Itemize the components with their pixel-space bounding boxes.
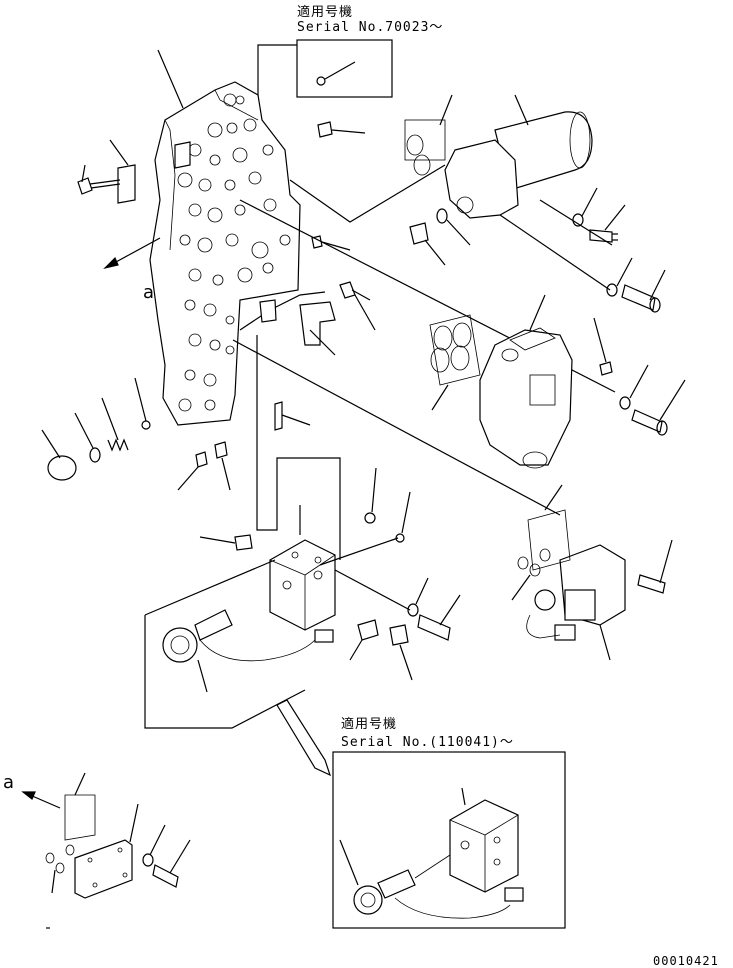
washer-right (606, 257, 633, 297)
callout-bottom-serial: Serial No.(110041)～ (341, 735, 514, 750)
pipe-spacer (274, 401, 283, 431)
solenoid-valve-right (526, 544, 626, 661)
bracket-center (349, 619, 379, 661)
plug-small-top (316, 61, 356, 86)
oring-lower-left (74, 412, 101, 463)
bolt-clamp (339, 281, 376, 331)
view-arrow-lower (21, 791, 61, 809)
ball (134, 377, 151, 430)
plug-bottom-2 (214, 441, 231, 491)
callout-bottom-box (332, 751, 566, 929)
view-arrow-upper (103, 237, 161, 270)
callout-top-box (296, 39, 393, 98)
plug-actuator (409, 222, 446, 266)
plug-upper (317, 121, 366, 138)
center-mount-line-2 (319, 537, 399, 566)
center-mount-line (334, 569, 411, 611)
selector-oring-group (429, 314, 481, 411)
actuator-mount-line (289, 164, 446, 223)
washer-selector (619, 364, 649, 410)
callout-top-leader (257, 44, 297, 110)
valve-leader (157, 49, 184, 109)
bracket-clip (109, 139, 136, 204)
bolt-long-right (621, 269, 666, 313)
pipe-spacer-leader (281, 414, 311, 426)
cover-plate (74, 803, 139, 899)
selector-valve (479, 294, 573, 469)
detail-arrow (276, 699, 332, 777)
plug-bottom-1 (177, 451, 208, 491)
mount-line-2 (232, 339, 561, 516)
callout-top-title: 適用号機 (297, 5, 354, 20)
callout-bottom-title: 適用号機 (341, 717, 398, 732)
actuator-gasket-group (404, 94, 453, 176)
clamp-bracket (299, 301, 336, 356)
bolt-solenoid-right (637, 539, 673, 594)
clamp-leader (239, 291, 326, 331)
bolt-center (417, 594, 461, 641)
actuator-link-line-2 (539, 199, 613, 246)
plug-mid (311, 235, 351, 251)
bolt-selector (631, 379, 686, 436)
washer-lower (142, 824, 166, 867)
bolt-center-2 (389, 624, 413, 681)
plug-center-right-2 (395, 491, 411, 543)
plug-lower-left (41, 429, 77, 481)
plug-center-right (364, 467, 377, 524)
washer-center (407, 577, 429, 617)
actuator-link-line (499, 214, 611, 291)
solenoid-assembly-center (144, 335, 341, 729)
main-control-valve (149, 81, 301, 426)
electric-actuator (444, 94, 593, 219)
gasket-group-lower (45, 772, 96, 894)
bolt-left-top (77, 164, 121, 195)
bolt-actuator (589, 204, 626, 243)
view-label-a-lower: a (3, 772, 15, 793)
bolt-lower (152, 839, 191, 888)
view-label-a-upper: a (143, 282, 155, 303)
plug-small-selector (593, 317, 613, 376)
fitting-center (199, 534, 253, 551)
oring-small (436, 208, 471, 246)
fitting-small (259, 299, 277, 323)
washer-actuator (572, 187, 598, 227)
spring (101, 397, 129, 452)
drawing-number: 00010421 (653, 954, 719, 968)
solenoid-oring-group (511, 484, 571, 601)
valve-tab (174, 141, 191, 169)
callout-top-serial: Serial No.70023～ (297, 20, 444, 35)
solenoid-assembly-detail (339, 787, 524, 919)
